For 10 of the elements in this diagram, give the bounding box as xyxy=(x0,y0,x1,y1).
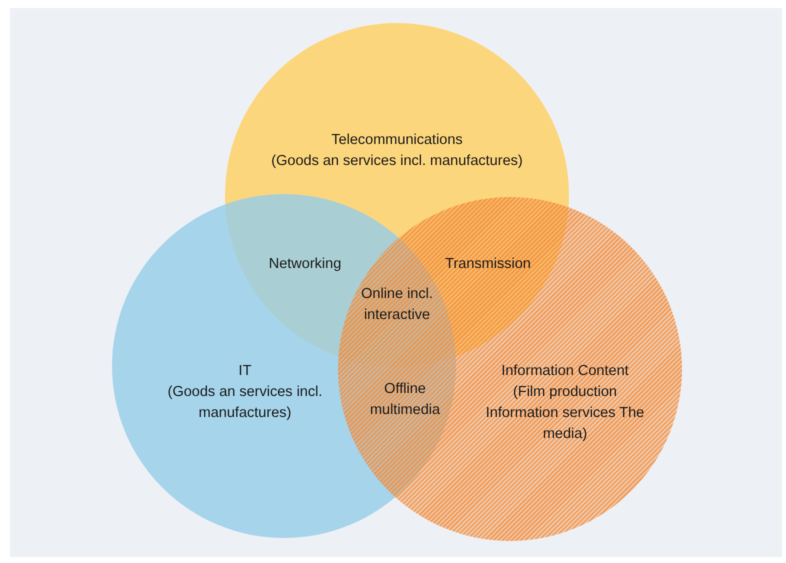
region-label: Online incl. interactive xyxy=(360,285,434,325)
circle-description: (Film production Information services The media) xyxy=(484,383,646,444)
region-label: Transmission xyxy=(444,255,532,274)
circle-description: (Goods an services incl. manufactures) xyxy=(270,152,524,171)
circle-title: Information Content xyxy=(500,362,630,381)
circle-description: (Goods an services incl. manufactures) xyxy=(166,383,324,423)
region-label: Offline multimedia xyxy=(368,380,442,420)
circle-title: IT xyxy=(238,362,252,381)
region-label: Networking xyxy=(268,255,342,274)
circle-title: Telecommunications xyxy=(330,131,464,150)
